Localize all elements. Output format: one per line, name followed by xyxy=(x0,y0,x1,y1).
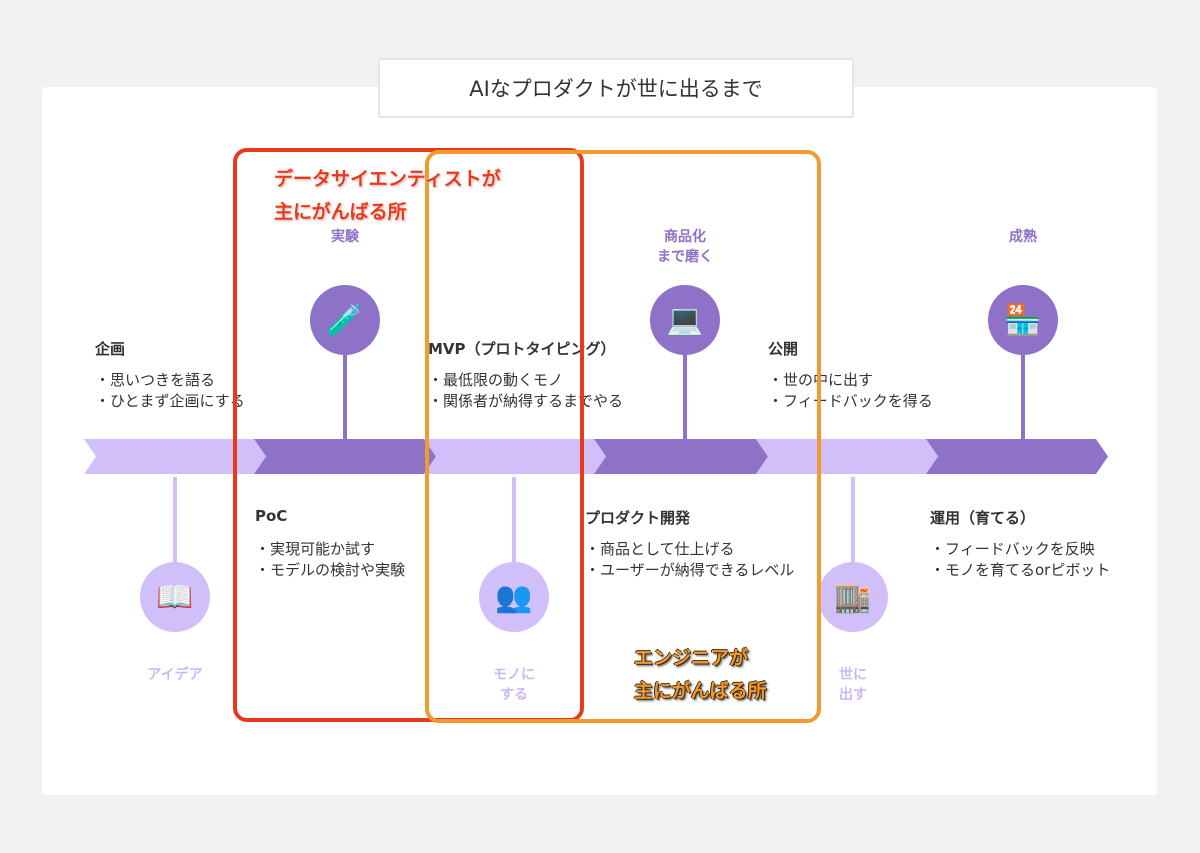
connector xyxy=(343,355,347,439)
step-heading-planning: 企画 xyxy=(95,340,126,358)
video-meeting-icon: 👥 xyxy=(479,562,549,632)
connector xyxy=(683,355,687,439)
phase-label-polish: 商品化まで磨く xyxy=(657,229,713,265)
engineer-annotation: エンジニアが主にがんばる所 xyxy=(634,647,767,702)
arrow-segment-mvp xyxy=(424,439,606,474)
phase-label-launch: 世に出す xyxy=(839,667,867,703)
step-bullets-mvp: ・最低限の動くモノ・関係者が納得するまでやる xyxy=(428,371,624,410)
connector xyxy=(173,477,177,562)
phase-label-mature: 成熟 xyxy=(1009,229,1037,245)
step-heading-poc: PoC xyxy=(255,507,288,525)
team-meeting-icon: 💻 xyxy=(650,285,720,355)
arrow-segment-product xyxy=(594,439,768,474)
shop-opening-icon: 🏬 xyxy=(818,562,888,632)
arrow-segment-poc xyxy=(254,439,436,474)
phase-label-experiment: 実験 xyxy=(331,229,359,245)
step-bullets-operation: ・フィードバックを反映・モノを育てるorピボット xyxy=(930,540,1111,579)
step-bullets-product: ・商品として仕上げる・ユーザーが納得できるレベル xyxy=(585,540,795,579)
data-scientist-annotation: データサイエンティストが主にがんばる所 xyxy=(274,168,501,223)
phase-label-build: モノにする xyxy=(493,667,535,703)
step-heading-product: プロダクト開発 xyxy=(585,509,691,527)
arrow-segment-release xyxy=(756,439,938,474)
connector xyxy=(851,477,855,562)
engineer-area-box xyxy=(425,150,821,723)
arrow-segment-operation xyxy=(926,439,1108,474)
reading-idea-icon: 📖 xyxy=(140,562,210,632)
connector xyxy=(512,477,516,562)
step-heading-operation: 運用（育てる） xyxy=(930,509,1036,527)
busy-shop-icon: 🏪 xyxy=(988,285,1058,355)
step-bullets-poc: ・実現可能か試す・モデルの検討や実験 xyxy=(255,540,406,579)
step-bullets-planning: ・思いつきを語る・ひとまず企画にする xyxy=(95,371,245,410)
step-heading-release: 公開 xyxy=(768,340,799,358)
step-heading-mvp: MVP（プロトタイピング） xyxy=(428,340,616,358)
data-scientist-area-box xyxy=(233,148,584,722)
diagram-title: AIなプロダクトが世に出るまで xyxy=(378,58,854,118)
connector xyxy=(1021,355,1025,439)
phase-label-idea: アイデア xyxy=(147,667,203,683)
scientist-icon: 🧪 xyxy=(310,285,380,355)
